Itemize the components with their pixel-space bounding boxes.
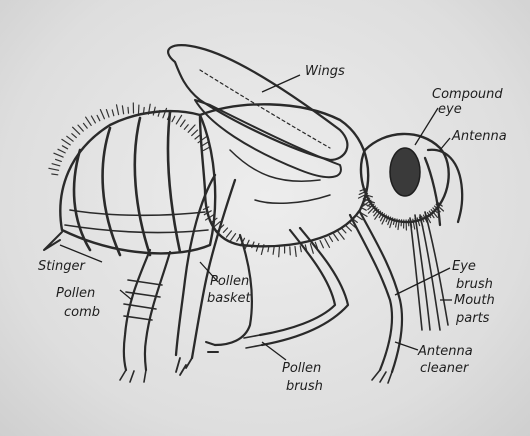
hair-stroke	[346, 225, 352, 231]
label-mouth-parts-2: parts	[455, 311, 490, 326]
hair-stroke	[67, 136, 73, 141]
leader-lines	[60, 75, 452, 360]
legs	[120, 175, 402, 383]
hair-stroke	[84, 123, 88, 128]
label-compound-eye-2: eye	[438, 102, 462, 117]
hair-stroke	[73, 127, 80, 134]
hair-stroke	[188, 125, 195, 132]
hair-stroke	[320, 241, 323, 248]
label-pollen-comb: Pollen	[56, 286, 95, 301]
hair-stroke	[52, 174, 58, 175]
mouth-parts	[410, 212, 448, 330]
hair-stroke	[223, 228, 227, 232]
hair-stroke	[62, 139, 70, 145]
compound-eye	[390, 148, 420, 196]
hair-stroke	[300, 246, 301, 252]
hair-stroke	[230, 234, 236, 242]
hair-stroke	[226, 231, 231, 237]
label-pollen-basket: Pollen	[210, 274, 249, 289]
hair-stroke	[122, 106, 123, 114]
label-antenna: Antenna	[451, 129, 507, 144]
label-eye-brush: Eye	[452, 259, 476, 274]
hair-stroke	[176, 115, 181, 124]
hair-stroke	[342, 229, 346, 233]
hair-stroke	[204, 148, 209, 151]
label-mouth-parts: Mouth	[454, 293, 495, 308]
hair-stroke	[192, 130, 198, 136]
hair-stroke	[86, 117, 92, 125]
hair-stroke	[163, 108, 167, 117]
hair-stroke	[172, 116, 175, 121]
thorax	[200, 104, 368, 246]
hair-stroke	[78, 125, 83, 131]
label-wings: Wings	[305, 64, 345, 79]
hair-stroke	[279, 247, 280, 257]
hair-stroke	[334, 234, 339, 241]
label-antenna-cleaner: Antenna	[417, 344, 473, 359]
hair-stroke	[56, 159, 62, 161]
hair-stroke	[325, 239, 330, 248]
hair-stroke	[100, 110, 104, 119]
hair-stroke	[117, 105, 119, 115]
hair-stroke	[52, 164, 60, 166]
hair-stroke	[72, 134, 77, 138]
hair-stroke	[184, 125, 188, 130]
hair-stroke	[112, 110, 114, 116]
hair-stroke	[106, 110, 109, 118]
hair-stroke	[295, 247, 296, 257]
hair-stroke	[54, 153, 63, 157]
hair-stroke	[338, 231, 344, 239]
hair-stroke	[273, 246, 274, 254]
stinger	[44, 232, 62, 250]
hair-stroke	[329, 236, 332, 241]
hair-stroke	[97, 115, 100, 120]
hair-stroke	[195, 135, 200, 139]
label-antenna-cleaner-2: cleaner	[420, 361, 470, 376]
hair-stroke	[49, 168, 59, 170]
label-compound-eye: Compound	[432, 87, 503, 102]
label-eye-brush-2: brush	[456, 277, 493, 292]
hair-stroke	[58, 149, 65, 153]
hair-stroke	[91, 116, 95, 123]
hair-stroke	[181, 120, 186, 127]
label-pollen-comb-2: comb	[64, 305, 100, 320]
label-pollen-brush-2: brush	[286, 379, 323, 394]
label-stinger: Stinger	[38, 259, 86, 274]
label-pollen-brush: Pollen	[282, 361, 321, 376]
hair-stroke	[290, 247, 291, 255]
hair-stroke	[62, 146, 67, 149]
hair-stroke	[128, 107, 129, 113]
label-pollen-basket-2: basket	[207, 291, 252, 306]
